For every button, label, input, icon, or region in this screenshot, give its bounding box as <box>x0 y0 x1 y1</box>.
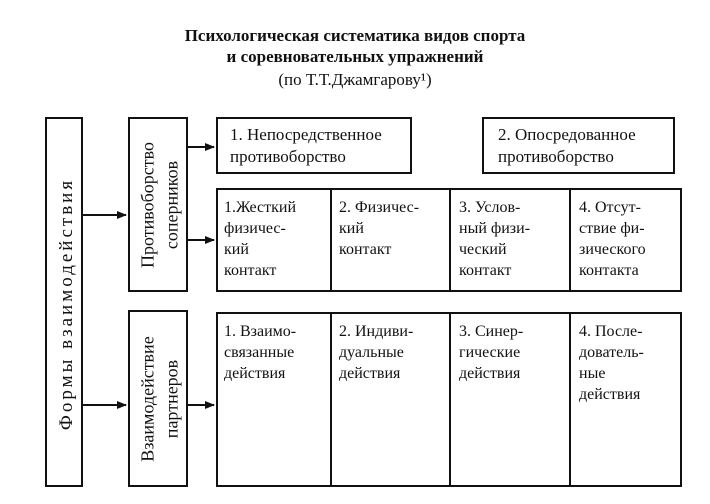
cooperation-divider-3 <box>569 312 571 487</box>
direct-opposition-box: 1. Непосредственное противоборство <box>216 117 412 174</box>
opposition-cell-1: 1.Жесткий физичес- кий контакт <box>224 199 297 279</box>
opposition-divider-1 <box>330 188 332 292</box>
title-line-1: Психологическая систематика видов спорта <box>184 26 526 45</box>
opposition-label-box: Противоборство соперников <box>128 117 188 292</box>
mediated-opposition-text: 2. Опосредованное противоборство <box>498 125 636 166</box>
opposition-cell-4: 4. Отсут- ствие фи- зического контакта <box>579 199 646 279</box>
direct-opposition-text: 1. Непосредственное противоборство <box>230 125 382 166</box>
cooperation-cell-4: 4. После- дователь- ные действия <box>579 323 644 403</box>
opposition-divider-2 <box>449 188 451 292</box>
opposition-divider-3 <box>569 188 571 292</box>
cooperation-cell-1: 1. Взаимо- связанные действия <box>224 323 297 382</box>
title-line-3: (по Т.Т.Джамгарову¹) <box>278 70 432 89</box>
opposition-cell-2: 2. Физичес- кий контакт <box>339 199 420 258</box>
opposition-cell-3: 3. Услов- ный физи- ческий контакт <box>459 199 531 279</box>
title-line-2: и соревновательных упражнений <box>226 47 484 66</box>
cooperation-divider-2 <box>449 312 451 487</box>
cooperation-cell-3: 3. Синер- гические действия <box>459 323 524 382</box>
root-box: Формы взаимодействия <box>45 117 83 487</box>
cooperation-cell-2: 2. Индиви- дуальные действия <box>339 323 414 382</box>
mediated-opposition-box: 2. Опосредованное противоборство <box>482 117 675 174</box>
cooperation-label-box: Взаимодействие партнеров <box>128 310 188 487</box>
cooperation-divider-1 <box>330 312 332 487</box>
